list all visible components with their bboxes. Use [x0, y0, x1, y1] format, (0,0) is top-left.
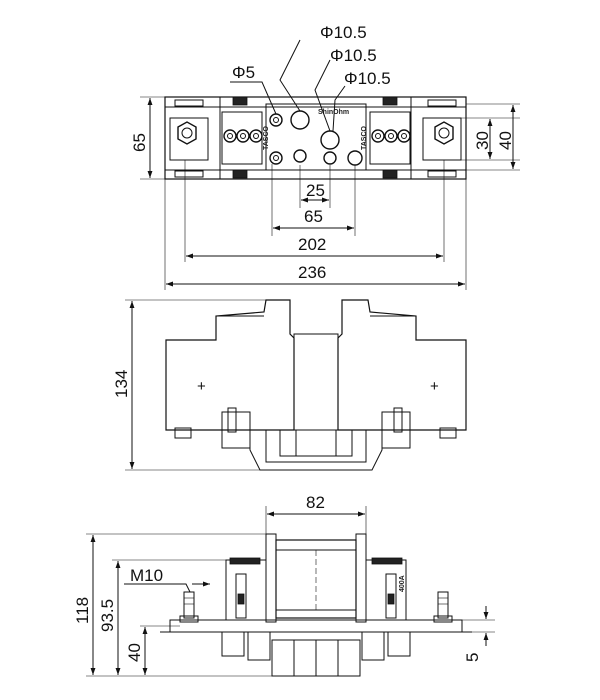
svg-text:+: +: [430, 378, 439, 395]
hole-phi5-lower: [269, 151, 283, 165]
dim-height-93-5: 93.5: [98, 599, 117, 632]
dim-slot-30: 30: [473, 131, 492, 150]
dim-length-236: 236: [298, 263, 326, 282]
m10-bolt-left: [183, 591, 195, 619]
side-view: 400A 82 M10: [73, 493, 495, 677]
hole-callout-phi5: Φ5: [232, 63, 255, 82]
brand-mark: ShinOhm: [318, 109, 349, 116]
left-terminal-nut: [177, 121, 197, 145]
dim-height-118: 118: [73, 597, 92, 624]
svg-text:TASCO: TASCO: [361, 125, 368, 150]
dim-pitch-25: 25: [306, 181, 325, 200]
dim-width-82: 82: [306, 493, 325, 512]
svg-text:TASCO: TASCO: [263, 125, 270, 150]
hole-callout-phi10-5-a: Φ10.5: [320, 23, 367, 42]
dim-slot-40: 40: [496, 131, 515, 150]
svg-text:400A: 400A: [399, 575, 406, 592]
dim-height-40: 40: [125, 643, 144, 662]
top-view-body: [164, 96, 467, 180]
dim-height-65: 65: [130, 133, 149, 152]
front-view: + + 134: [112, 299, 467, 471]
svg-text:+: +: [197, 378, 206, 395]
thread-callout-m10: M10: [130, 566, 163, 585]
dim-height-5: 5: [463, 653, 482, 662]
center-mounting-plate: [265, 103, 367, 171]
m10-bolt-right: [437, 591, 449, 619]
hole-callout-phi10-5-c: Φ10.5: [344, 69, 391, 88]
dim-pitch-65: 65: [304, 207, 323, 226]
dim-length-202: 202: [298, 235, 326, 254]
dim-height-134: 134: [112, 370, 131, 398]
top-view: ShinOhm TASCO TASCO Φ5 Φ10.5 Φ10.5 Φ10.5…: [130, 23, 520, 290]
right-terminal-nut: [434, 121, 454, 145]
hole-callout-phi10-5-b: Φ10.5: [330, 46, 377, 65]
